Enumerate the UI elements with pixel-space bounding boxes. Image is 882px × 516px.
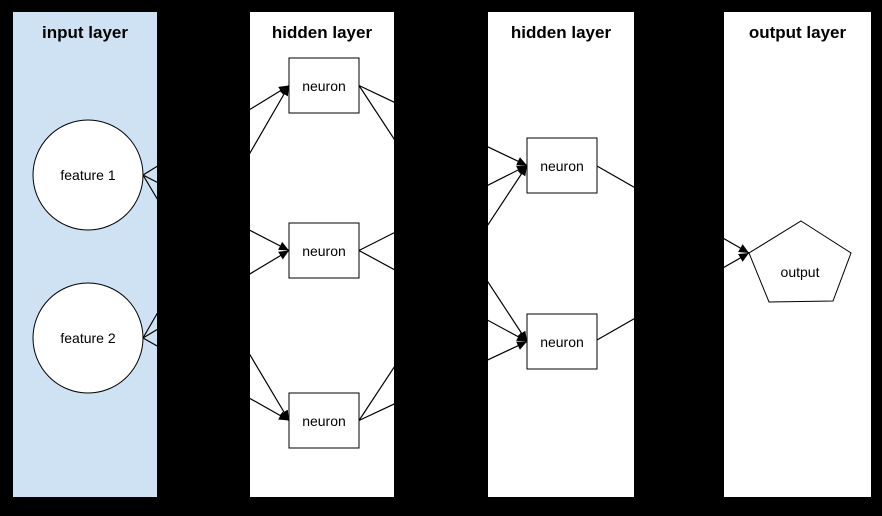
layer-columns: [13, 12, 871, 497]
connection-edge-f2-to-h1b: [142, 249, 290, 339]
connection-edge-h1b-to-h2b: [358, 249, 528, 343]
hidden-layer-2-title: hidden layer: [511, 23, 612, 42]
connection-edge-h1b-to-h2a: [358, 164, 528, 252]
connection-edge-f2-to-h1c: [142, 337, 290, 422]
node-feature-2-label: feature 2: [60, 330, 115, 346]
node-hidden1-neuron-1: [288, 57, 360, 114]
node-hidden1-neuron-1-label: neuron: [302, 78, 346, 94]
diagram-nodes: [32, 57, 852, 449]
node-feature-2: [32, 282, 144, 394]
node-hidden1-neuron-3-label: neuron: [302, 413, 346, 429]
connection-edge-f2-to-h1a: [142, 85, 290, 339]
node-feature-1-label: feature 1: [60, 167, 115, 183]
node-feature-1: [32, 119, 144, 231]
connection-edge-f1-to-h1c: [142, 174, 290, 421]
node-hidden1-neuron-3: [288, 392, 360, 449]
node-output-pentagon: [748, 220, 852, 303]
hidden-layer-1-title: hidden layer: [272, 23, 373, 42]
connection-edge-h1a-to-h2b: [358, 85, 528, 342]
connection-edge-h1c-to-h2a: [358, 165, 528, 421]
node-hidden2-neuron-2-label: neuron: [540, 334, 584, 350]
input-layer-title: input layer: [42, 23, 128, 42]
node-hidden1-neuron-2-label: neuron: [302, 243, 346, 259]
connection-edge-f1-to-h1a: [142, 84, 290, 176]
input-layer-column: [13, 12, 157, 497]
connection-edge-h2b-to-out: [596, 252, 750, 341]
node-labels: feature 1 feature 2 neuron neuron neuron…: [60, 78, 819, 429]
connection-edge-h1a-to-h2a: [358, 84, 528, 167]
connection-edges: [142, 84, 750, 422]
hidden-layer-2-column: [488, 12, 634, 497]
node-hidden2-neuron-1: [526, 137, 598, 194]
connection-edge-h2a-to-out: [596, 165, 750, 254]
layer-titles: input layer hidden layer hidden layer ou…: [42, 23, 847, 42]
connection-edge-h1c-to-h2b: [358, 340, 528, 422]
node-hidden1-neuron-2: [288, 222, 360, 279]
node-hidden2-neuron-2: [526, 313, 598, 370]
node-output-label: output: [781, 264, 820, 280]
node-hidden2-neuron-1-label: neuron: [540, 158, 584, 174]
output-layer-title: output layer: [749, 23, 847, 42]
